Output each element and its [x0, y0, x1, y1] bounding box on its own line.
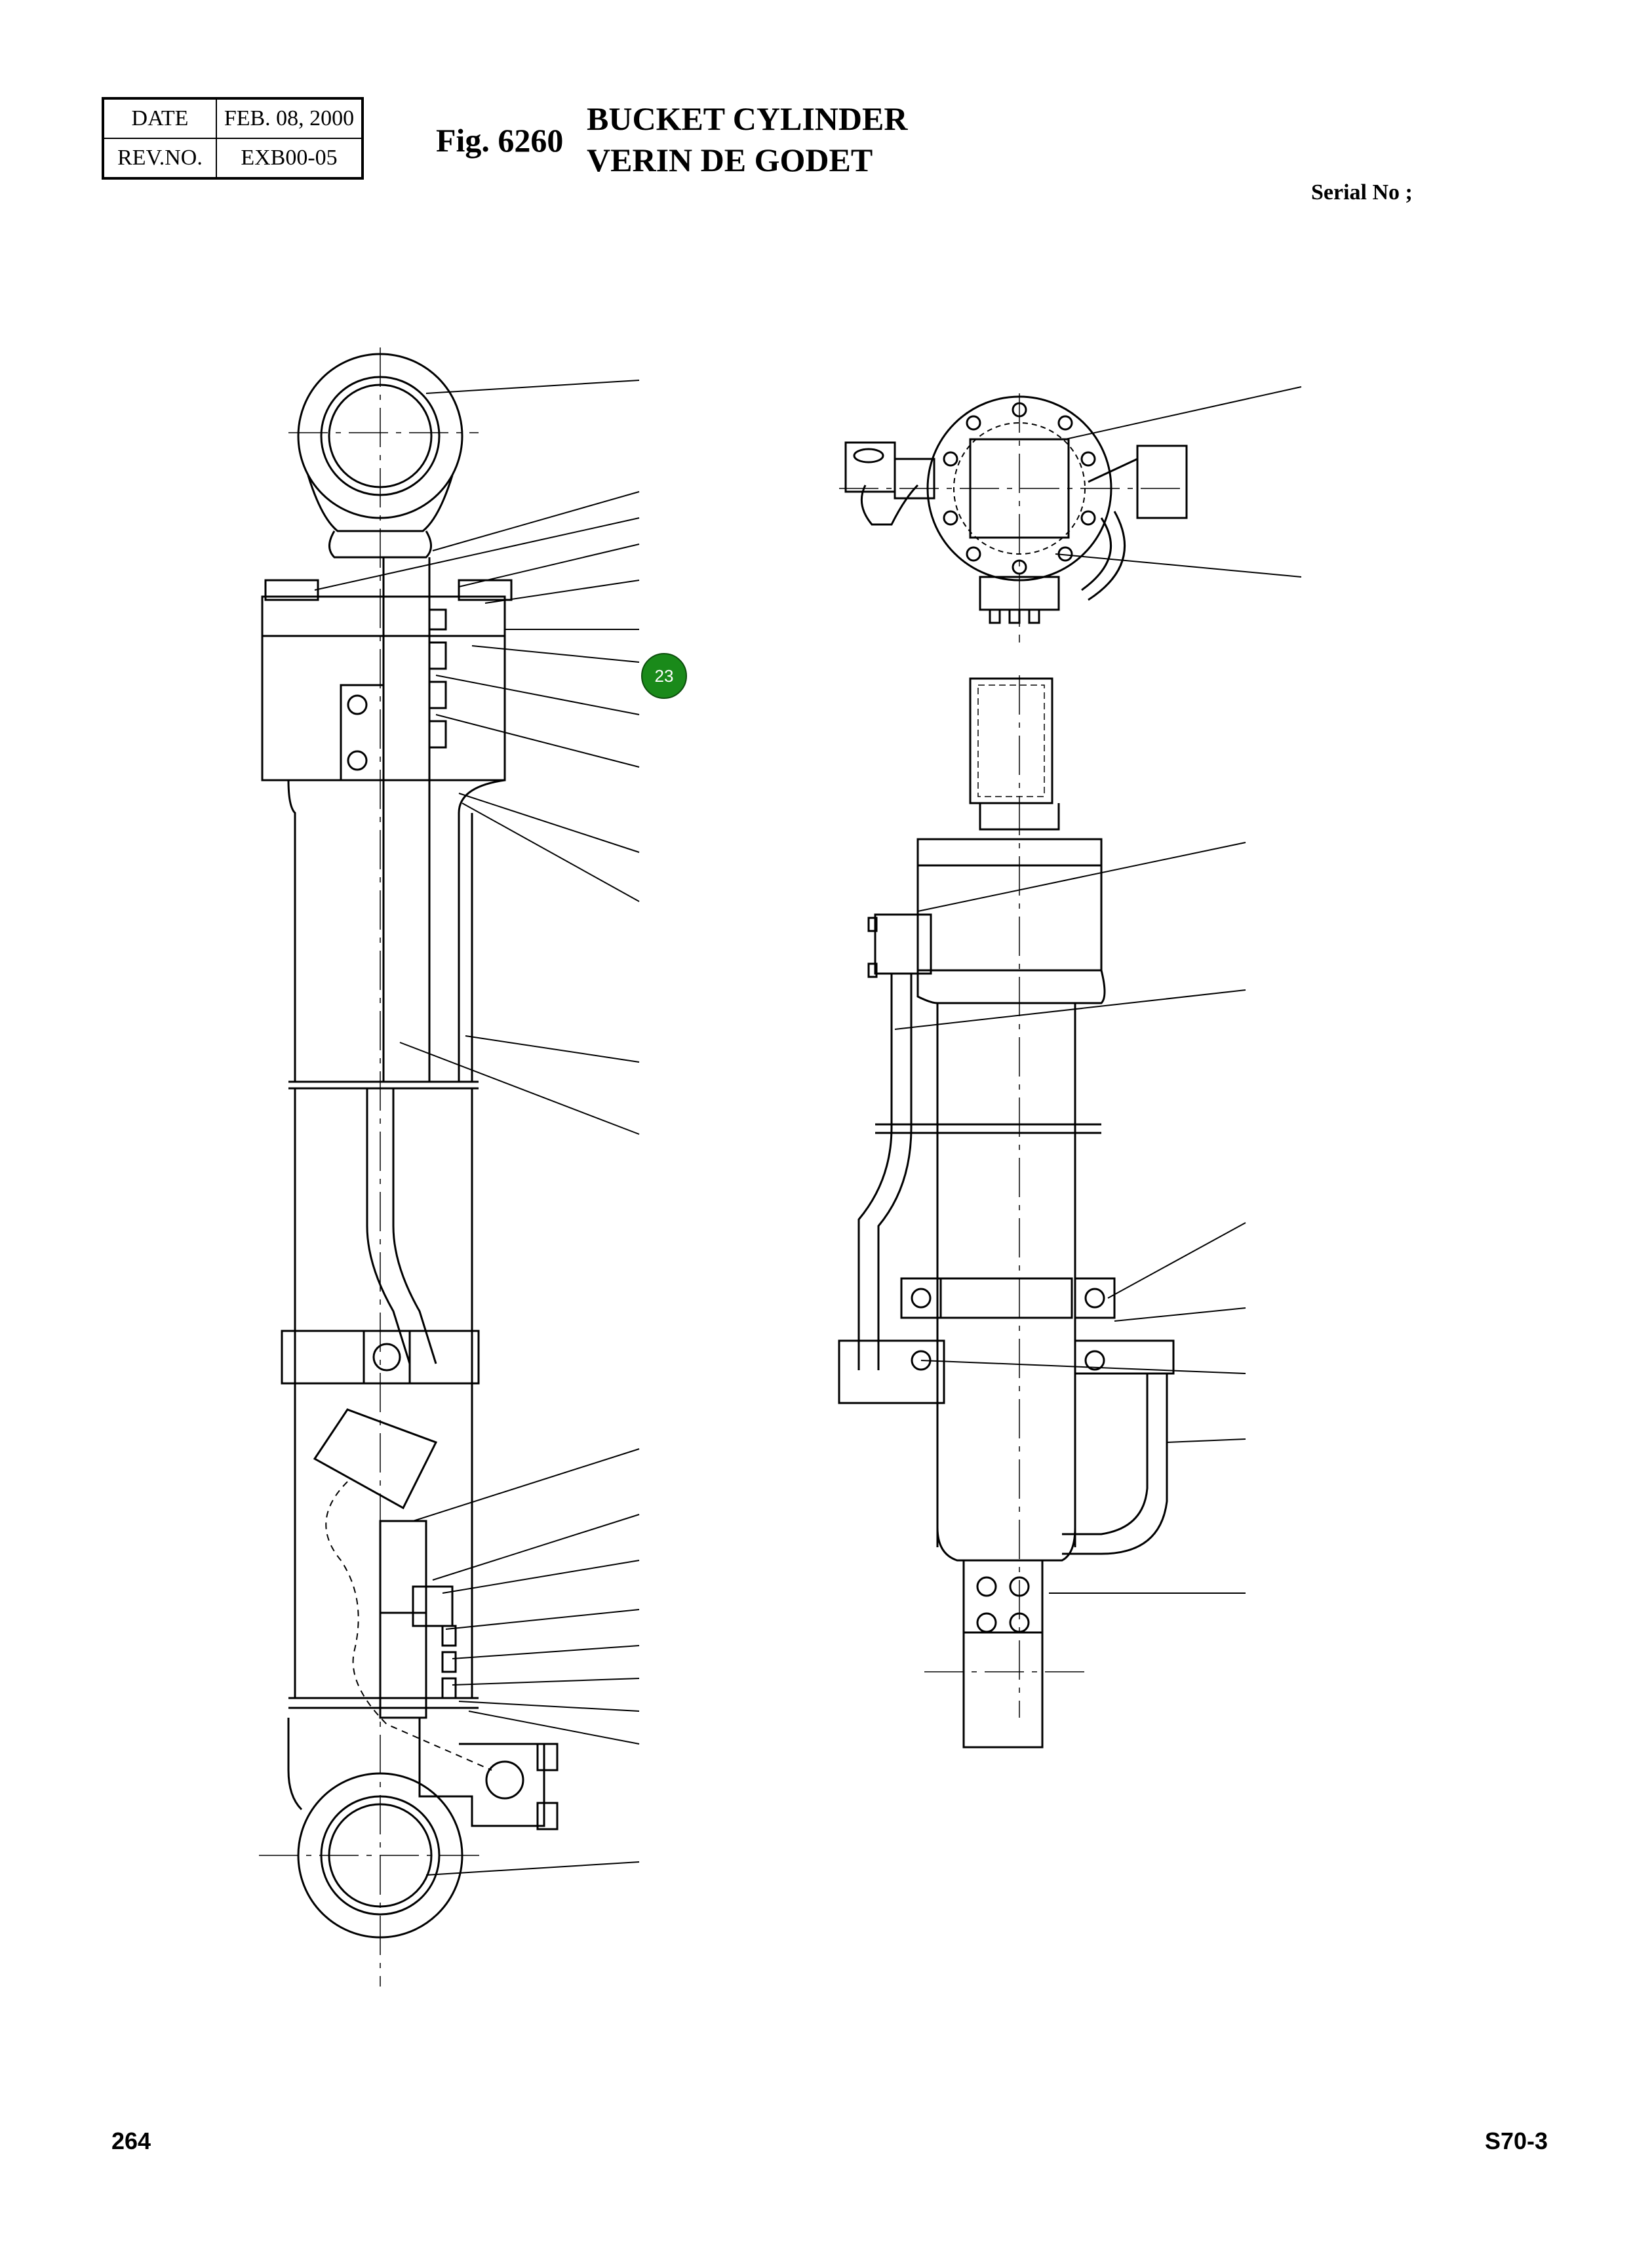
leader-lines-end [1055, 386, 1302, 578]
side-elevation-view [259, 347, 559, 1987]
callout-marker-23[interactable]: 23 [641, 653, 687, 699]
document-code: S70-3 [1485, 2127, 1548, 2154]
leader-lines-front [894, 842, 1246, 1594]
rev-label: REV.NO. [102, 138, 217, 179]
revision-table: DATE FEB. 08, 2000 REV.NO. EXB00-05 [102, 97, 364, 180]
title-french: VERIN DE GODET [587, 142, 873, 178]
front-elevation-view [838, 675, 1175, 1749]
date-label: DATE [102, 98, 217, 139]
title-english: BUCKET CYLINDER [587, 100, 908, 137]
end-view [839, 393, 1188, 643]
date-value: FEB. 08, 2000 [216, 98, 363, 139]
page-number: 264 [111, 2127, 151, 2154]
figure-number: Fig. 6260 [436, 122, 564, 159]
leader-lines-left [314, 380, 640, 1876]
serial-label: Serial No ; [1311, 180, 1413, 205]
rev-value: EXB00-05 [216, 138, 363, 179]
